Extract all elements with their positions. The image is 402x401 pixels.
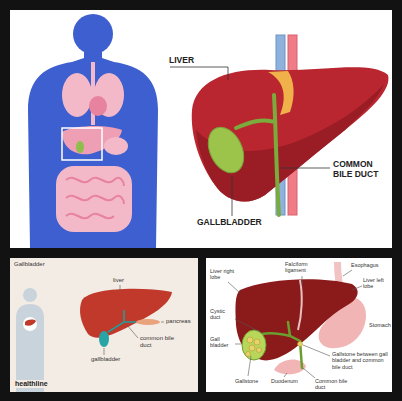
leader-line bbox=[232, 176, 233, 216]
large-liver bbox=[192, 35, 389, 215]
part-label: Common bile duct bbox=[314, 378, 352, 391]
stone bbox=[249, 345, 255, 351]
right-panel bbox=[206, 258, 392, 392]
bile-duct bbox=[262, 322, 302, 368]
leader-line bbox=[343, 270, 352, 276]
ligament bbox=[298, 280, 302, 330]
liver-shape bbox=[192, 67, 389, 201]
leader-line bbox=[234, 344, 241, 345]
part-label: COMMON BILE DUCT bbox=[332, 160, 392, 180]
lung bbox=[62, 73, 92, 117]
heart bbox=[89, 96, 107, 116]
top-panel bbox=[10, 10, 392, 248]
part-label: Duodenum bbox=[270, 378, 299, 384]
head bbox=[23, 288, 37, 302]
leader-line bbox=[302, 276, 303, 286]
intestine-coils bbox=[66, 178, 124, 219]
part-label: Gallbladder bbox=[13, 261, 46, 268]
part-label: Liver right lobe bbox=[209, 268, 241, 281]
part-label: LIVER bbox=[168, 56, 195, 66]
leader-line bbox=[104, 348, 105, 355]
liver-shape bbox=[235, 279, 357, 360]
part-label: Gall bladder bbox=[209, 336, 235, 349]
tiny-liver bbox=[25, 320, 36, 326]
part-label: common bile duct bbox=[139, 335, 183, 349]
body-figure bbox=[28, 14, 158, 248]
leader-line bbox=[281, 168, 330, 169]
small-stomach bbox=[104, 137, 128, 155]
small-gallbladder bbox=[76, 141, 84, 153]
highlight-circle bbox=[23, 317, 37, 331]
bile-duct bbox=[108, 310, 136, 332]
leader-line bbox=[284, 373, 287, 377]
intestines bbox=[56, 166, 132, 232]
zoom-frame bbox=[62, 128, 102, 160]
stone bbox=[254, 339, 260, 345]
gallbladder-shape bbox=[242, 330, 266, 360]
leader-line bbox=[248, 356, 251, 376]
part-label: Falciform ligament bbox=[284, 261, 324, 274]
leader-line bbox=[161, 322, 164, 323]
leader-line bbox=[233, 318, 262, 333]
gallbladder-shape bbox=[99, 331, 109, 347]
leader-line bbox=[352, 286, 362, 290]
gallstones bbox=[246, 337, 303, 357]
stone bbox=[257, 348, 262, 353]
part-label: Liver left lobe bbox=[362, 277, 392, 290]
stone bbox=[246, 352, 251, 357]
part-label: pancreas bbox=[165, 318, 192, 325]
leader-line bbox=[228, 282, 240, 293]
torso bbox=[28, 50, 158, 248]
leader-line bbox=[170, 67, 228, 80]
part-label: gallbladder bbox=[90, 356, 121, 363]
part-label: GALLBLADDER bbox=[196, 218, 263, 228]
leader-line bbox=[303, 368, 315, 378]
part-label: Cystic duct bbox=[209, 308, 235, 321]
stone bbox=[247, 337, 253, 343]
part-label: Gallstone bbox=[234, 378, 259, 384]
gallbladder-shape bbox=[201, 121, 250, 178]
head bbox=[73, 14, 113, 54]
left-panel bbox=[10, 258, 198, 392]
leader-line bbox=[127, 325, 138, 338]
esophagus bbox=[91, 62, 95, 125]
pancreas-shape bbox=[136, 319, 160, 325]
part-label: Esophagus bbox=[350, 262, 380, 268]
part-label: liver bbox=[112, 277, 125, 284]
part-label: Stomach bbox=[368, 322, 392, 328]
part-label: healthline bbox=[14, 380, 49, 388]
stone bbox=[298, 342, 303, 347]
leader-line bbox=[303, 345, 330, 356]
part-label: Gallstone between gall bladder and commo… bbox=[331, 351, 391, 370]
torso bbox=[16, 304, 44, 392]
ligament bbox=[268, 71, 294, 115]
liver-shape bbox=[80, 289, 172, 338]
leader-line bbox=[120, 285, 121, 291]
small-figure bbox=[16, 288, 44, 392]
